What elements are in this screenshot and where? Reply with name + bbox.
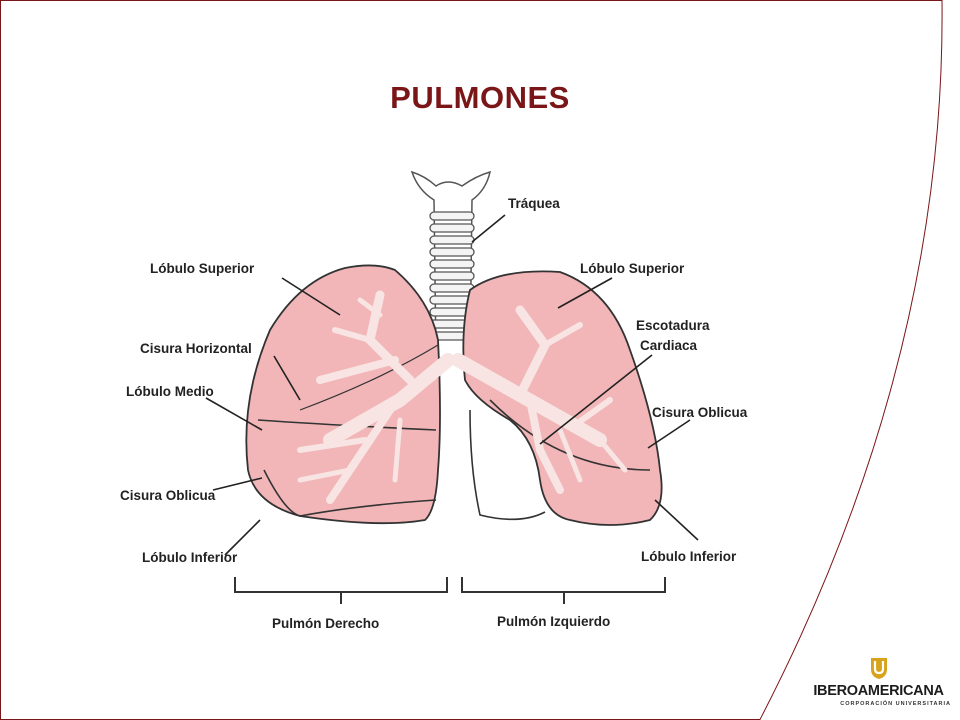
label-escotadura: Escotadura <box>636 318 710 333</box>
slide-title: PULMONES <box>390 80 570 115</box>
lung-brackets <box>234 577 666 604</box>
leader-lines <box>205 214 699 556</box>
label-traquea: Tráquea <box>508 196 560 211</box>
label-cisura-oblicua-derecha: Cisura Oblicua <box>120 488 216 503</box>
label-pulmon-derecho: Pulmón Derecho <box>272 616 379 631</box>
logo-subtitle: CORPORACIÓN UNIVERSITARIA <box>840 701 951 707</box>
iberoamericana-logo: IBEROAMERICANA CORPORACIÓN UNIVERSITARIA <box>806 656 951 712</box>
right-lung <box>245 264 455 525</box>
left-lung <box>451 270 663 526</box>
label-lobulo-superior-izquierdo: Lóbulo Superior <box>580 261 685 276</box>
label-cardiaca: Cardiaca <box>640 338 698 353</box>
label-lobulo-inferior-derecho: Lóbulo Inferior <box>142 550 238 565</box>
logo-name: IBEROAMERICANA <box>813 683 944 699</box>
label-lobulo-inferior-izquierdo: Lóbulo Inferior <box>641 549 737 564</box>
label-pulmon-izquierdo: Pulmón Izquierdo <box>497 614 610 629</box>
university-shield-icon <box>871 658 887 679</box>
label-cisura-oblicua-izquierda: Cisura Oblicua <box>652 405 748 420</box>
label-lobulo-superior-derecho: Lóbulo Superior <box>150 261 255 276</box>
label-lobulo-medio: Lóbulo Medio <box>126 384 214 399</box>
label-cisura-horizontal: Cisura Horizontal <box>140 341 252 356</box>
